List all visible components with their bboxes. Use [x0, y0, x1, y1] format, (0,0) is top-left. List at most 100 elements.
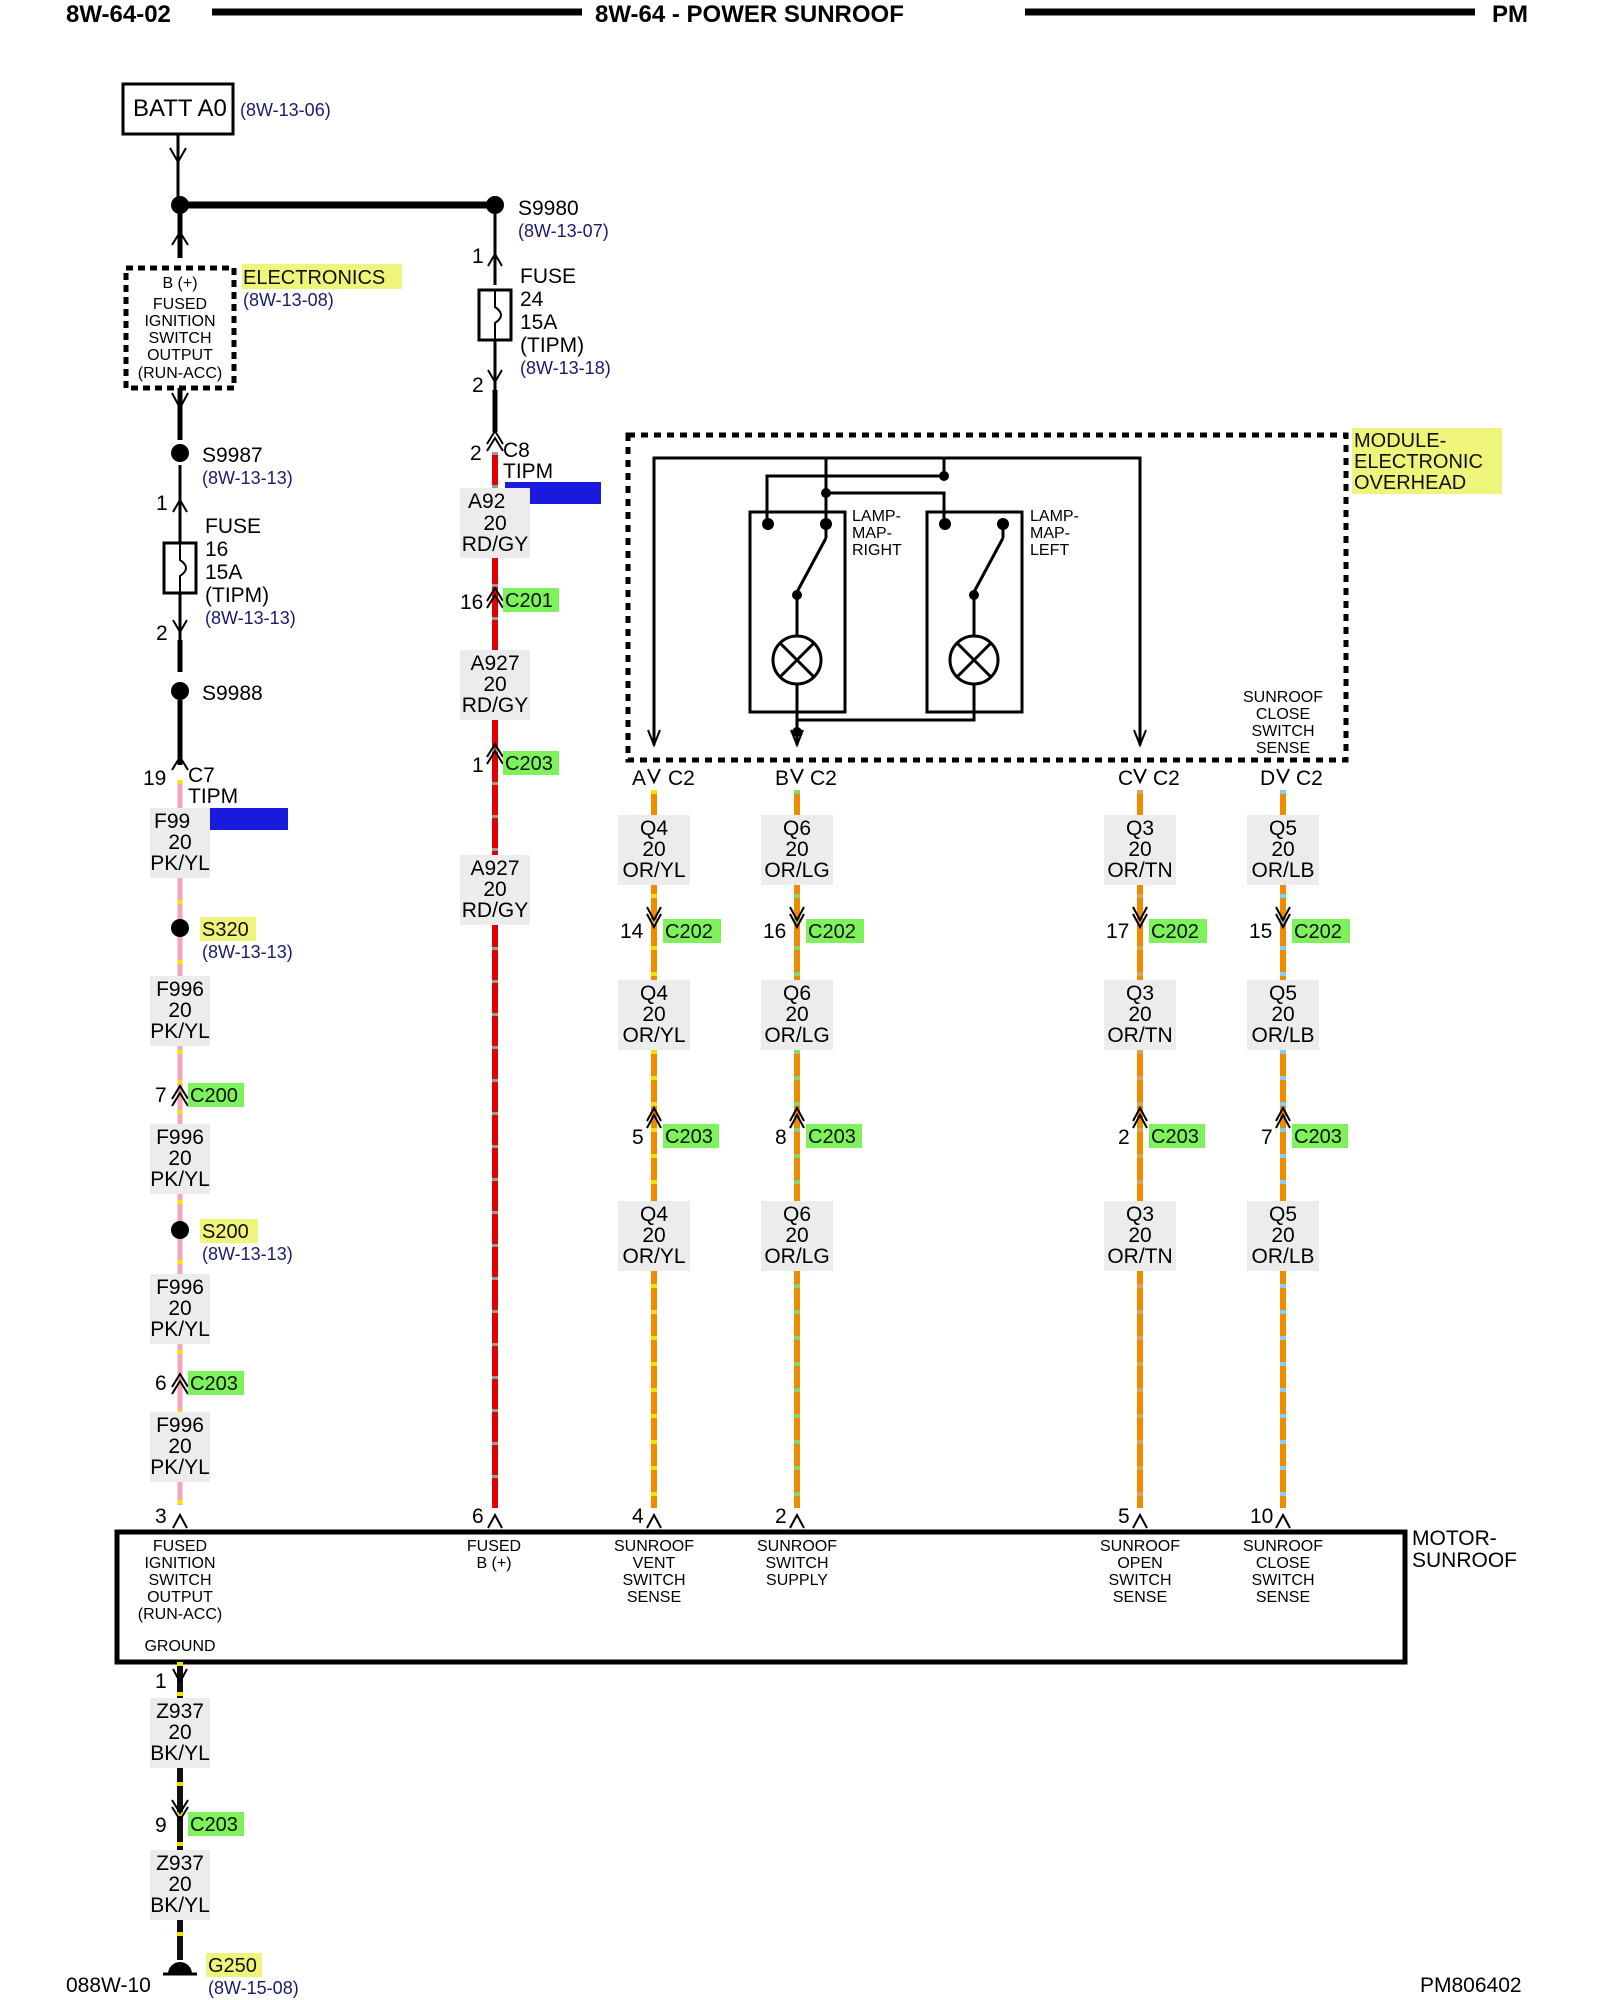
red-w1-circuit: A92: [468, 490, 505, 513]
fuse16-line-4: (TIPM): [205, 584, 269, 607]
left-w1-gauge: 20: [168, 831, 191, 854]
footer-right-code: PM806402: [1420, 1974, 1522, 1997]
left-w3-color: PK/YL: [150, 1168, 210, 1191]
left-w5-gauge: 20: [168, 1435, 191, 1458]
red-w3-color: RD/GY: [462, 899, 529, 922]
fuse16-line-1: FUSE: [205, 515, 261, 538]
splice-s200-label: S200: [202, 1221, 249, 1243]
col-d-c202-conn: C202: [1294, 921, 1342, 943]
left-wire-label-5: F996 20 PK/YL: [150, 1412, 210, 1482]
col-c-w2-color: OR/TN: [1107, 1024, 1172, 1047]
col-b-c2-pin: B: [775, 767, 789, 790]
left-wire-label-3: F996 20 PK/YL: [150, 1124, 210, 1194]
red-w3-gauge: 20: [483, 878, 506, 901]
fuse24-line-1: FUSE: [520, 265, 576, 288]
col-c-w3-circuit: Q3: [1126, 1203, 1154, 1226]
col-d-c203-pin: 7: [1261, 1126, 1273, 1149]
ground-c203-pin: 9: [155, 1814, 167, 1837]
electronics-line-6: (RUN-ACC): [138, 365, 222, 382]
c7-sub: TIPM: [188, 785, 238, 808]
ground-pin: 1: [155, 1670, 167, 1693]
red-w2-gauge: 20: [483, 673, 506, 696]
header-page-number: 8W-64-02: [66, 1, 171, 28]
motor-p6-line-3: SWITCH: [1251, 1572, 1314, 1589]
col-b-motor-pin: 2: [775, 1505, 787, 1528]
electronics-line-4: SWITCH: [148, 330, 211, 347]
col-a-motor-pin: 4: [632, 1505, 644, 1528]
module-sense-line-4: SENSE: [1256, 740, 1310, 757]
motor-p1-line-3: SWITCH: [148, 1572, 211, 1589]
motor-p1-line-2: IGNITION: [144, 1555, 215, 1572]
fuse24-pin-in: 1: [472, 245, 484, 268]
col-a-w3-circuit: Q4: [640, 1203, 668, 1226]
ground-w2-gauge: 20: [168, 1873, 191, 1896]
s200-highlight: [200, 1219, 258, 1243]
ground-c203-highlight: [188, 1812, 244, 1836]
ground-w2-color: BK/YL: [150, 1894, 210, 1917]
col-a-w2-color: OR/YL: [622, 1024, 685, 1047]
col-b-w1-gauge: 20: [785, 838, 808, 861]
left-c203-pin: 6: [155, 1372, 167, 1395]
motor-ground: GROUND: [144, 1638, 215, 1655]
col-a-w1-gauge: 20: [642, 838, 665, 861]
red-w2-color: RD/GY: [462, 694, 529, 717]
fuse16-line-2: 16: [205, 538, 228, 561]
motor-p3-line-4: SENSE: [627, 1589, 681, 1606]
motor-p6-line-2: CLOSE: [1256, 1555, 1310, 1572]
col-c-w1-color: OR/TN: [1107, 859, 1172, 882]
left-wire-label-1: F99 20 PK/YL: [150, 808, 210, 878]
electronics-ref: (8W-13-08): [243, 290, 334, 310]
left-w2-color: PK/YL: [150, 1020, 210, 1043]
col-a-c203-conn: C203: [665, 1126, 713, 1148]
left-c203-highlight: [188, 1371, 244, 1395]
col-d-w2-circuit: Q5: [1269, 982, 1297, 1005]
motor-p2-line-2: B (+): [476, 1555, 511, 1572]
header-code: PM: [1492, 1, 1528, 28]
red-wire-label-3: A927 20 RD/GY: [460, 855, 530, 925]
electronics-line-2: FUSED: [153, 296, 207, 313]
lamp-right-line-1: LAMP-: [852, 508, 901, 525]
col-d-w3-circuit: Q5: [1269, 1203, 1297, 1226]
col-a-w3-color: OR/YL: [622, 1245, 685, 1268]
left-motor-pin: 3: [155, 1505, 167, 1528]
red-c203-pin: 1: [472, 754, 484, 777]
electronics-title: ELECTRONICS: [243, 267, 385, 289]
motor-sunroof: MOTOR- SUNROOF FUSED IGNITION SWITCH OUT…: [114, 1527, 1517, 1665]
splice-s9987-label: S9987: [202, 444, 263, 467]
col-a-w2-circuit: Q4: [640, 982, 668, 1005]
col-b-w3-circuit: Q6: [783, 1203, 811, 1226]
col-c-c202-highlight: [1149, 919, 1207, 943]
col-a-c2-pin: A: [632, 767, 646, 790]
col-c-c203-conn: C203: [1151, 1126, 1199, 1148]
col-b-c203-highlight: [806, 1124, 862, 1148]
fuse24-line-2: 24: [520, 288, 544, 311]
module-sense-line-1: SUNROOF: [1243, 689, 1323, 706]
c201-conn: C201: [505, 590, 553, 612]
col-b-w3-color: OR/LG: [764, 1245, 829, 1268]
motor-p3-line-2: VENT: [633, 1555, 676, 1572]
col-d-c203-highlight: [1292, 1124, 1348, 1148]
module-title-1: MODULE-: [1354, 430, 1446, 452]
left-w4-gauge: 20: [168, 1297, 191, 1320]
motor-p5-line-1: SUNROOF: [1100, 1538, 1180, 1555]
fuse16-symbol: [162, 541, 198, 595]
col-a-w2-gauge: 20: [642, 1003, 665, 1026]
c201-highlight: [503, 588, 559, 612]
module-title-3: OVERHEAD: [1354, 472, 1466, 494]
col-c-motor-pin: 5: [1118, 1505, 1130, 1528]
col-b-c2: C2: [810, 767, 837, 790]
left-wire-label-4: F996 20 PK/YL: [150, 1274, 210, 1344]
motor-p2-line-1: FUSED: [467, 1538, 521, 1555]
fuse16-pin-in: 1: [156, 492, 168, 515]
col-b-w2-circuit: Q6: [783, 982, 811, 1005]
left-w2-gauge: 20: [168, 999, 191, 1022]
left-w1-color: PK/YL: [150, 852, 210, 875]
col-b-w2-gauge: 20: [785, 1003, 808, 1026]
left-w3-circuit: F996: [156, 1126, 204, 1149]
col-b-c202-pin: 16: [763, 920, 786, 943]
col-d-c203-conn: C203: [1294, 1126, 1342, 1148]
splice-s320-dot: [171, 919, 189, 937]
ground-icon: [168, 1962, 192, 1974]
splice-s200-ref: (8W-13-13): [202, 1244, 293, 1264]
col-c-w1-circuit: Q3: [1126, 817, 1154, 840]
